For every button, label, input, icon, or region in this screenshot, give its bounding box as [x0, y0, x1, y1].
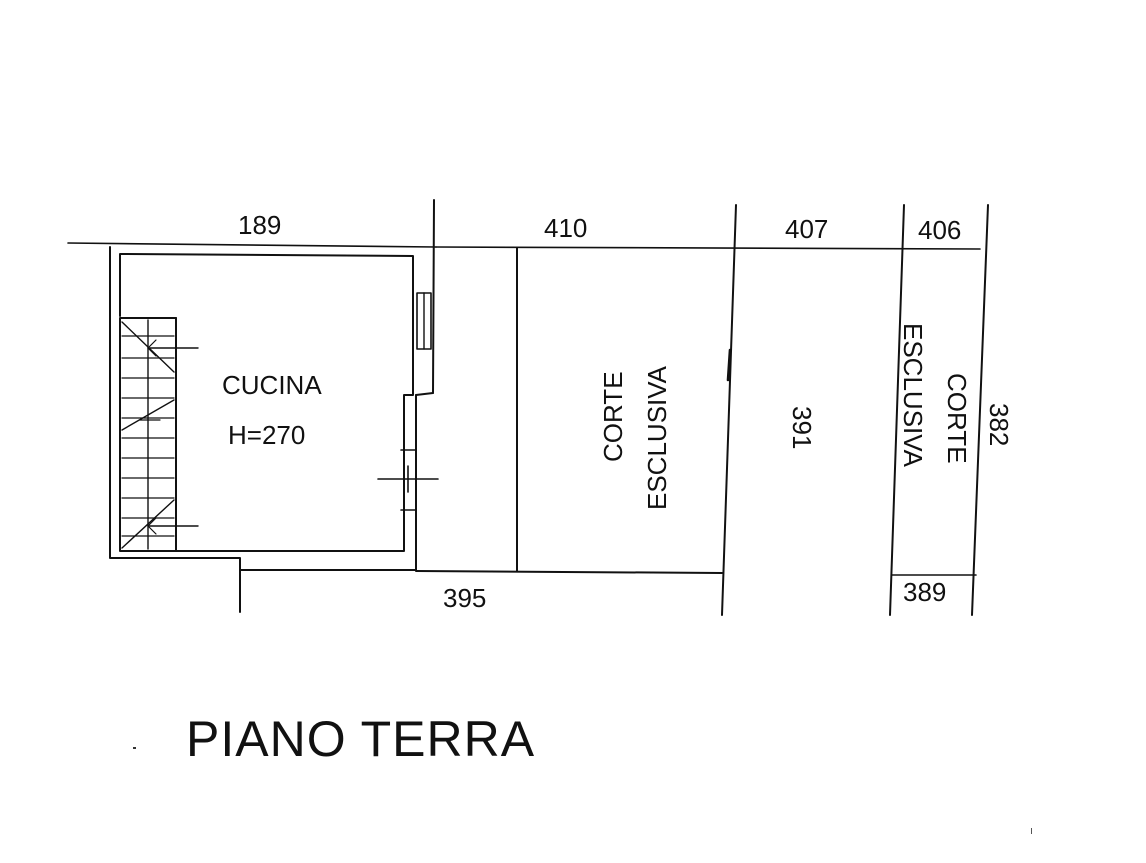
kitchen-height-label: H=270 [228, 420, 305, 450]
kitchen-walls [109, 199, 439, 613]
court-right-label-line1: CORTE [942, 373, 972, 464]
dimension-top-1: 189 [238, 210, 281, 240]
scan-speck [133, 747, 136, 749]
dimension-bottom-2: 389 [903, 577, 946, 607]
court-center-label-line1: CORTE [598, 371, 628, 462]
floor-title: PIANO TERRA [186, 711, 535, 767]
court-center-label-line2: ESCLUSIVA [642, 365, 672, 510]
dimension-side-1: 391 [787, 406, 817, 449]
dimension-top-2: 410 [544, 213, 587, 243]
dimension-bottom-1: 395 [443, 583, 486, 613]
scan-speck [1031, 828, 1032, 834]
court-right-label-line2: ESCLUSIVA [898, 323, 928, 468]
top-dimension-line [67, 242, 981, 250]
court-center-outline [415, 204, 737, 616]
dimension-top-4: 406 [918, 215, 961, 245]
kitchen-label: CUCINA [222, 370, 322, 400]
dimension-side-2: 382 [984, 403, 1014, 446]
court-right-outline [889, 204, 989, 616]
staircase [119, 317, 199, 552]
dimension-top-3: 407 [785, 214, 828, 244]
